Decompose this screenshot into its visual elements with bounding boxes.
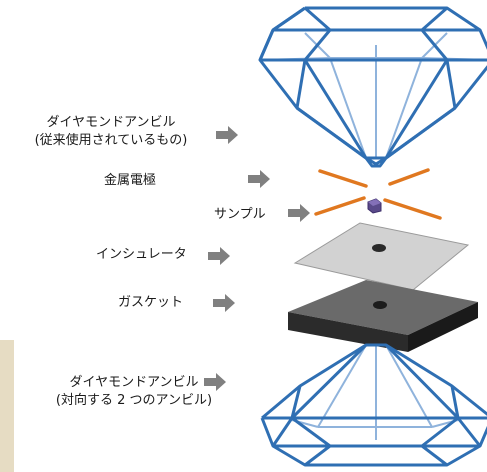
top-anvil-label-line1: ダイヤモンドアンビル bbox=[46, 115, 176, 130]
bottom-anvil-label-line2: (対向する 2 つのアンビル) bbox=[55, 393, 213, 408]
sample bbox=[367, 198, 382, 214]
top-diamond-anvil bbox=[258, 6, 487, 168]
sample-label: サンプル bbox=[214, 207, 266, 222]
right-arrow-icon bbox=[248, 170, 270, 188]
top-anvil-label-line2: (従来使用されているもの) bbox=[34, 133, 188, 148]
insulator-label: インシュレータ bbox=[96, 247, 187, 262]
right-arrow-icon bbox=[213, 294, 235, 312]
metal-electrodes bbox=[314, 168, 442, 220]
top-anvil-label: ダイヤモンドアンビル (従来使用されているもの) bbox=[12, 114, 210, 150]
right-arrow-icon bbox=[288, 204, 310, 222]
side-panel bbox=[0, 340, 14, 472]
insulator-plate bbox=[293, 222, 470, 291]
electrode-label: 金属電極 bbox=[104, 173, 157, 188]
right-arrow-icon bbox=[216, 126, 238, 144]
bottom-diamond-anvil bbox=[260, 343, 487, 467]
gasket-plate bbox=[288, 280, 478, 352]
gasket-label: ガスケット bbox=[118, 295, 184, 310]
right-arrow-icon bbox=[204, 373, 226, 391]
right-arrow-icon bbox=[208, 247, 230, 265]
bottom-anvil-label-line1: ダイヤモンドアンビル bbox=[69, 375, 199, 390]
bottom-anvil-label: ダイヤモンドアンビル (対向する 2 つのアンビル) bbox=[36, 374, 232, 410]
